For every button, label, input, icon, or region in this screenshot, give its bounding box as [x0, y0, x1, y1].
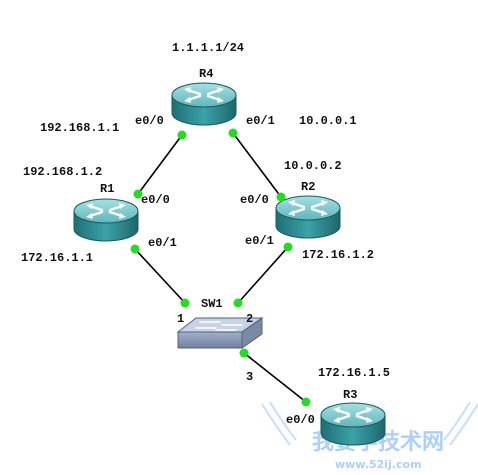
r3-ip-label: 172.16.1.5	[318, 366, 390, 380]
port-dot-sw1-3	[239, 348, 249, 358]
r1-e01-ip-label: 172.16.1.1	[21, 251, 93, 265]
switch-sw1[interactable]	[176, 317, 264, 349]
port-dot-r3-e00	[301, 397, 311, 407]
router-r4[interactable]	[170, 81, 238, 127]
r1-name-label: R1	[100, 182, 114, 196]
watermark-url: www.52ij.com	[335, 458, 422, 471]
sw1-port3-label: 3	[246, 370, 253, 384]
r4-name-label: R4	[199, 67, 213, 81]
port-dots	[130, 128, 311, 407]
port-dot-r2-e00	[276, 192, 286, 202]
links	[134, 132, 307, 403]
r4-e01-port-label: e0/1	[246, 114, 275, 128]
r4-e00-ip-label: 192.168.1.1	[40, 121, 119, 135]
r3-name-label: R3	[343, 388, 357, 402]
sw1-port1-label: 1	[177, 312, 184, 326]
r2-e00-port-label: e0/0	[240, 193, 269, 207]
r3-e00-port-label: e0/0	[286, 413, 315, 427]
r4-e00-port-label: e0/0	[135, 114, 164, 128]
link-r4-r2	[232, 132, 282, 198]
port-dot-r2-e01	[283, 242, 293, 252]
r2-e01-port-label: e0/1	[245, 234, 274, 248]
router-r1[interactable]	[72, 197, 140, 243]
switch-arrows-icon	[195, 321, 243, 331]
r2-e00-ip-label: 10.0.0.2	[284, 159, 342, 173]
r4-e01-ip-label: 10.0.0.1	[299, 114, 357, 128]
link-r4-r1	[137, 134, 183, 195]
r2-name-label: R2	[301, 180, 315, 194]
router-r2[interactable]	[274, 194, 342, 240]
port-dot-sw1-2	[233, 298, 243, 308]
r2-e01-ip-label: 172.16.1.2	[302, 248, 374, 262]
link-r2-sw1	[237, 246, 289, 304]
link-sw1-r3	[243, 352, 307, 403]
sw1-port2-label: 2	[246, 312, 253, 326]
r1-e00-port-label: e0/0	[141, 193, 170, 207]
port-dot-r1-e01	[130, 244, 140, 254]
r4-loopback-label: 1.1.1.1/24	[172, 41, 244, 55]
r1-e01-port-label: e0/1	[148, 236, 177, 250]
sw1-name-label: SW1	[201, 297, 223, 311]
r1-e00-ip-label: 192.168.1.2	[23, 165, 102, 179]
port-dot-r4-e00	[177, 130, 187, 140]
router-r3[interactable]	[319, 401, 387, 447]
port-dot-sw1-1	[180, 298, 190, 308]
port-dot-r1-e00	[133, 189, 143, 199]
link-r1-sw1	[134, 248, 186, 304]
port-dot-r4-e01	[228, 128, 238, 138]
